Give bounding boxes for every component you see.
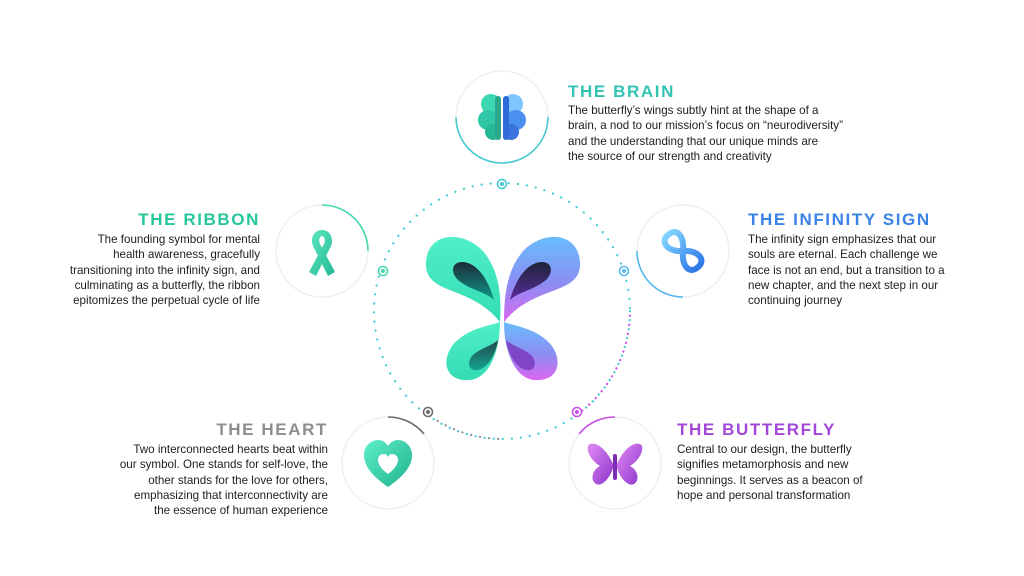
heart-line: Two interconnected hearts beat within — [133, 443, 328, 456]
orbit-node-infinity — [618, 265, 630, 277]
infinity-description: The infinity sign emphasizes that our so… — [748, 232, 998, 308]
ribbon-line: The founding symbol for mental — [97, 233, 260, 246]
heart-line: other stands for the love for others, — [148, 473, 328, 487]
logo-left-wing-bottom — [446, 322, 500, 381]
butterfly-line: beginnings. It serves as a beacon of — [677, 473, 863, 487]
heart-node — [341, 416, 435, 510]
heart-line: the essence of human experience — [153, 504, 328, 518]
heart-icon — [364, 440, 412, 487]
butterfly-line: Central to our design, the butterfly — [677, 443, 852, 456]
heart-description: Two interconnected hearts beat within ou… — [60, 442, 328, 518]
butterfly-line: hope and personal transformation — [677, 488, 851, 502]
butterfly-icon — [587, 443, 643, 485]
ribbon-line: epitomizes the perpetual cycle of life — [73, 294, 260, 308]
brain-line: brain, a nod to our mission’s focus on “… — [568, 119, 843, 133]
heart-title: THE HEART — [216, 420, 328, 439]
infinity-line: face is not an end, but a transition to … — [748, 263, 945, 277]
ribbon-title: THE RIBBON — [138, 210, 260, 229]
ribbon-line: health awareness, gracefully — [113, 248, 260, 262]
infinity-line: souls are eternal. Each challenge we — [748, 248, 938, 262]
infinity-line: new chapter, and the next step in our — [748, 278, 939, 292]
butterfly-infinity-logo — [425, 236, 581, 381]
heart-line: emphasizing that interconnectivity are — [134, 488, 328, 502]
logo-right-wing-inner — [510, 262, 551, 300]
infinity-title: THE INFINITY SIGN — [748, 210, 931, 229]
infinity-node — [636, 204, 730, 298]
orbit-node-brain — [496, 178, 508, 190]
ribbon-line: transitioning into the infinity sign, an… — [69, 263, 260, 277]
heart-line: our symbol. One stands for self-love, th… — [119, 458, 328, 472]
ribbon-description: The founding symbol for mental health aw… — [20, 232, 260, 308]
butterfly-title: THE BUTTERFLY — [677, 420, 837, 439]
butterfly-line: signifies metamorphosis and new — [677, 458, 849, 472]
ribbon-line: culminating as a butterfly, the ribbon — [74, 278, 260, 292]
brain-line: and the understanding that our unique mi… — [568, 134, 819, 148]
butterfly-description: Central to our design, the butterfly sig… — [677, 442, 917, 503]
infinity-line: continuing journey — [748, 294, 843, 308]
orbit-node-heart — [422, 406, 434, 418]
ribbon-node — [275, 204, 369, 298]
infinity-icon — [661, 229, 705, 273]
brain-title: THE BRAIN — [568, 82, 675, 101]
orbit-dots-left — [372, 181, 632, 441]
brain-node — [455, 70, 549, 164]
orbit-dots-purple — [573, 309, 632, 418]
orbit-node-ribbon — [377, 265, 389, 277]
brain-icon — [478, 94, 526, 140]
brain-description: The butterfly’s wings subtly hint at the… — [568, 103, 948, 164]
brain-line: The butterfly’s wings subtly hint at the… — [568, 104, 819, 117]
orbit-ring — [372, 181, 632, 441]
awareness-ribbon-icon — [309, 230, 335, 276]
brain-line: the source of our strength and creativit… — [568, 149, 772, 163]
infinity-line: The infinity sign emphasizes that our — [748, 233, 937, 246]
logo-right-wing-bottom — [504, 322, 558, 381]
orbit-node-butterfly — [571, 406, 583, 418]
logo-left-wing-inner — [453, 262, 494, 300]
butterfly-node — [568, 416, 662, 510]
orbit-dots-gray — [428, 414, 504, 441]
